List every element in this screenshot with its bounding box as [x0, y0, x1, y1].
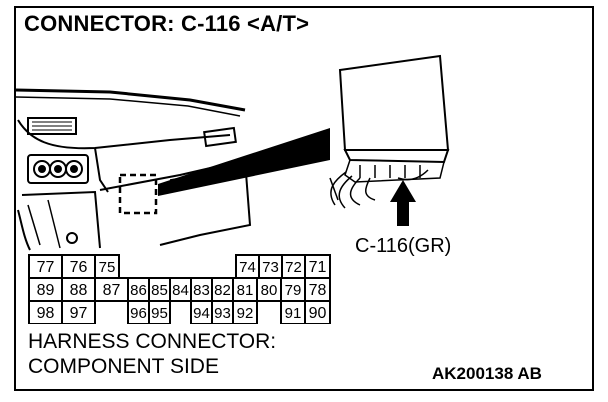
- pin-number: 88: [70, 282, 88, 299]
- pin-cell: [148, 300, 171, 324]
- pin-number: 90: [309, 305, 327, 322]
- pin-cell: [232, 300, 258, 324]
- pin-number: 77: [37, 259, 55, 276]
- pin-number: 92: [237, 305, 254, 322]
- pin-number: 89: [37, 282, 55, 299]
- pin-number: 86: [130, 282, 147, 299]
- pin-number: 84: [172, 282, 189, 299]
- pin-number: 79: [285, 282, 302, 299]
- pin-number: 83: [193, 282, 210, 299]
- pin-number: 76: [70, 259, 88, 276]
- pin-cell: [61, 300, 96, 324]
- pin-number: 81: [237, 282, 254, 299]
- caption-line-1: HARNESS CONNECTOR:: [28, 330, 277, 353]
- pin-number: 96: [130, 305, 147, 322]
- pin-number: 91: [285, 305, 302, 322]
- pin-number: 78: [309, 282, 327, 299]
- connector-arrow: [390, 180, 416, 226]
- figure-id: AK200138 AB: [432, 364, 542, 383]
- pin-number: 95: [151, 305, 168, 322]
- pin-number: 97: [70, 305, 88, 322]
- pin-number: 98: [37, 305, 55, 322]
- pin-number: 71: [309, 259, 327, 276]
- diagram-frame: [14, 6, 594, 391]
- connector-label: C-116(GR): [355, 235, 452, 257]
- pin-number: 72: [285, 259, 302, 276]
- caption-line-2: COMPONENT SIDE: [28, 355, 219, 378]
- pin-number: 85: [151, 282, 168, 299]
- pin-number: 93: [214, 305, 231, 322]
- pin-number: 73: [262, 259, 279, 276]
- diagram-title: CONNECTOR: C-116 <A/T>: [24, 11, 310, 36]
- pin-number: 75: [99, 259, 116, 276]
- pin-number: 87: [103, 282, 121, 299]
- pin-cell: [304, 300, 331, 324]
- pin-number: 80: [261, 282, 278, 299]
- pin-number: 82: [214, 282, 231, 299]
- pin-number: 94: [193, 305, 210, 322]
- pin-number: 74: [239, 259, 256, 276]
